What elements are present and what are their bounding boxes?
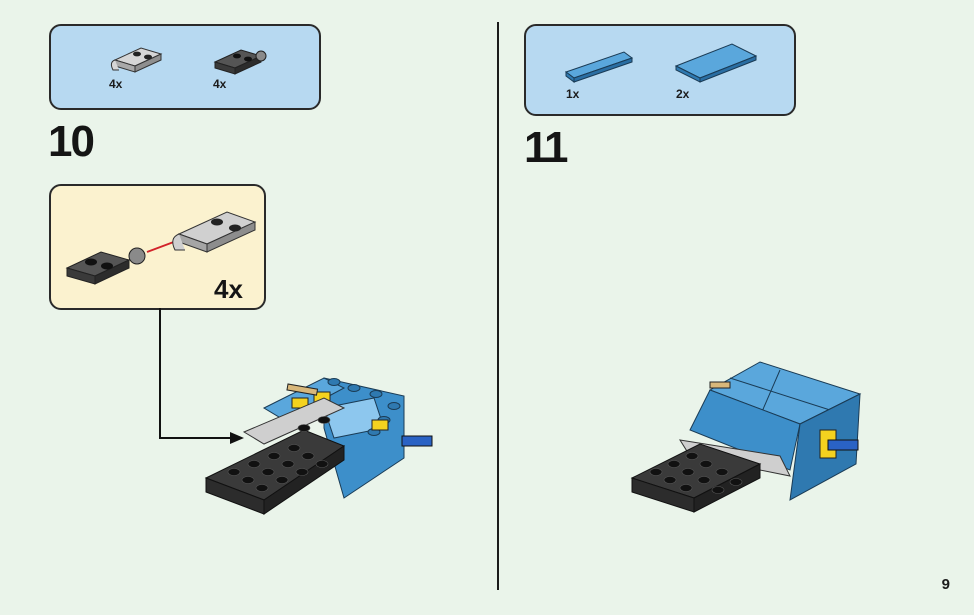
- step-10-number: 10: [48, 117, 95, 166]
- step-10-model: [204, 377, 433, 515]
- blue-tile-2x4-icon: [674, 43, 758, 83]
- step-10-part-1-qty: 4x: [109, 77, 123, 91]
- gray-plate-clip-icon: [110, 47, 163, 73]
- step-10-sub-assembly-callout: 4x: [49, 184, 266, 310]
- page-number: 9: [941, 576, 950, 593]
- step-11-model: [630, 361, 862, 513]
- page-divider: [497, 22, 499, 590]
- dark-plate-ball-icon: [213, 49, 267, 75]
- step-10-parts-box: 4x 4x: [49, 24, 321, 110]
- step-11-part-2-qty: 2x: [676, 87, 690, 101]
- step-11-part-1-qty: 1x: [566, 87, 580, 101]
- step-11-parts-box: 1x 2x: [524, 24, 796, 116]
- step-11-number: 11: [524, 123, 568, 172]
- callout-connector: [159, 308, 244, 444]
- callout-qty: 4x: [214, 274, 243, 304]
- sub-assembly-illustration: [65, 211, 257, 285]
- connector-arrow-icon: [230, 432, 244, 444]
- blue-tile-1x4-icon: [564, 51, 634, 83]
- step-10-part-2-qty: 4x: [213, 77, 227, 91]
